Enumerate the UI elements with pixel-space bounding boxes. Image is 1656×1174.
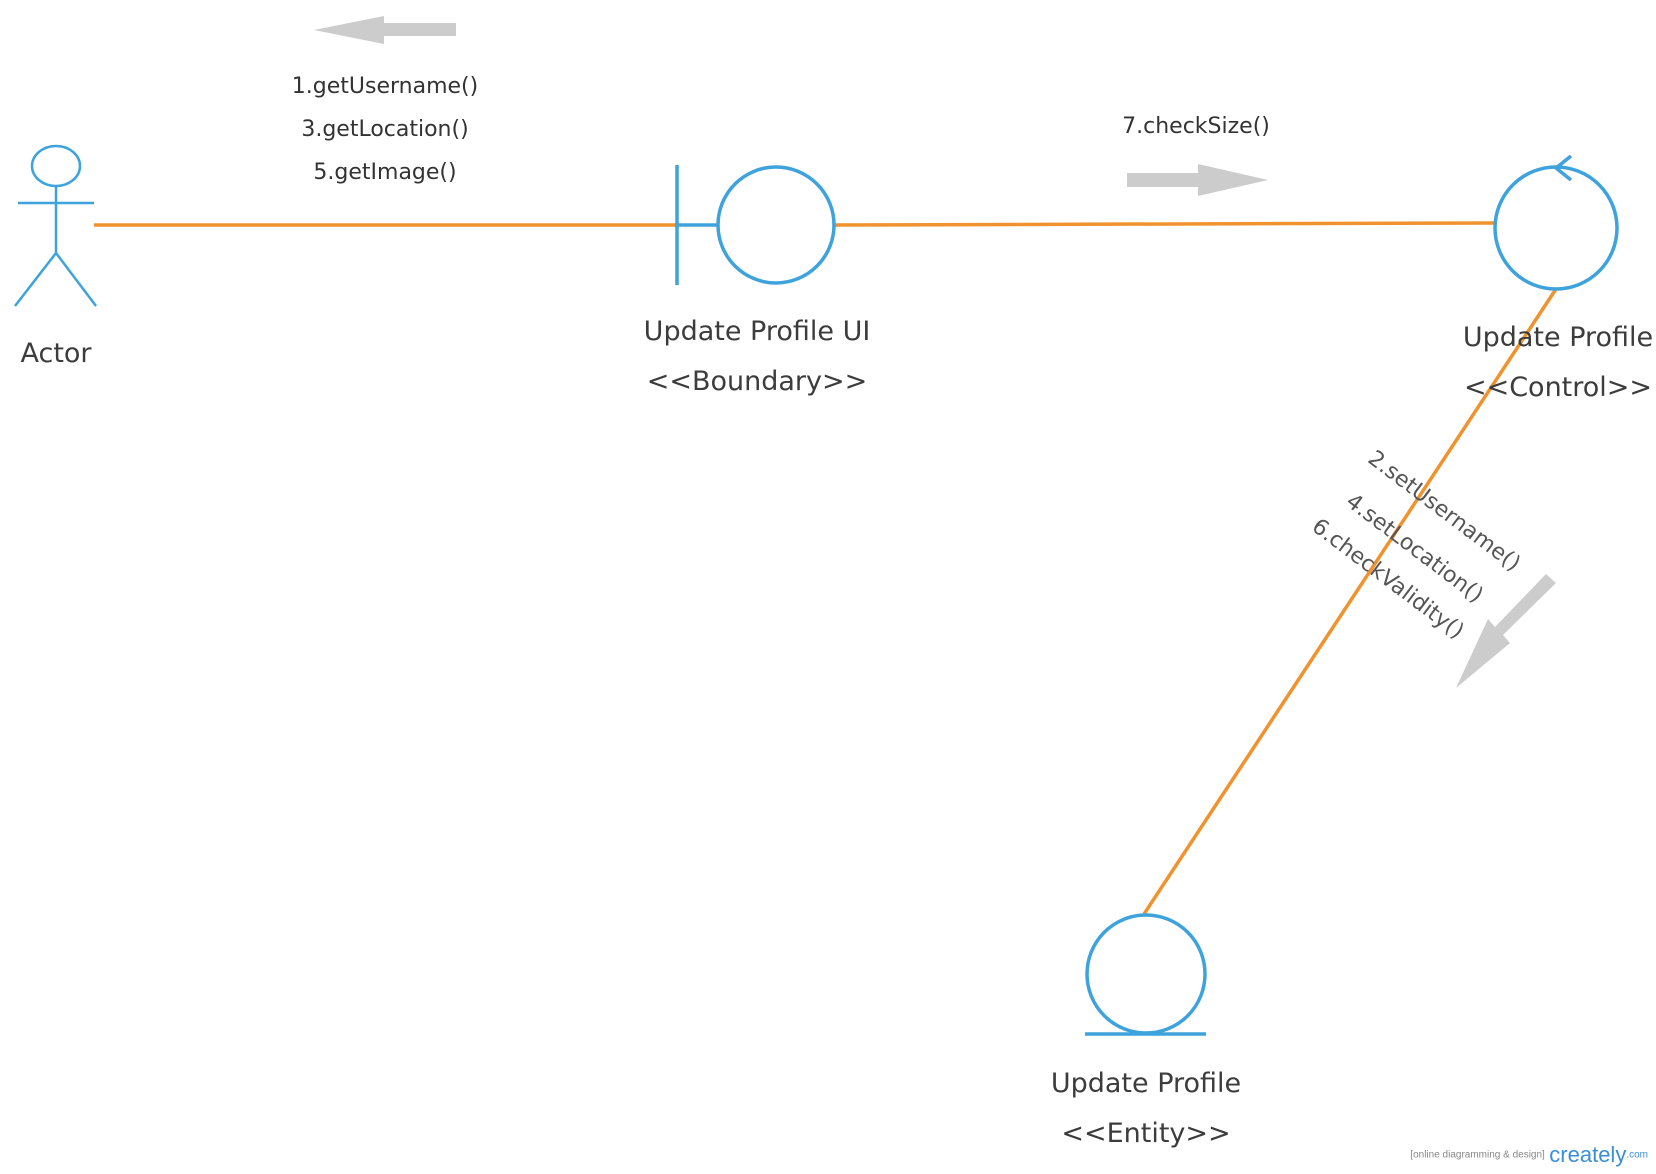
control-stereotype: <<Control>> — [1463, 372, 1653, 403]
watermark-suffix: .com — [1626, 1149, 1648, 1161]
entity-name: Update Profile — [1050, 1068, 1242, 1099]
creately-watermark: [online diagramming & design] creately.c… — [1410, 1142, 1648, 1168]
arrow-left-icon — [314, 16, 456, 44]
control-name: Update Profile — [1462, 322, 1654, 353]
boundary-icon[interactable] — [675, 165, 836, 285]
connector-control-entity[interactable] — [1142, 288, 1558, 915]
entity-stereotype: <<Entity>> — [1061, 1118, 1231, 1149]
boundary-name: Update Profile UI — [643, 316, 871, 347]
message-label: 1.getUsername() — [291, 74, 479, 99]
arrow-down-left-icon — [1456, 574, 1556, 688]
actor-icon[interactable] — [14, 144, 97, 307]
boundary-stereotype: <<Boundary>> — [646, 366, 868, 397]
message-label: 3.getLocation() — [301, 117, 469, 142]
message-label: 7.checkSize() — [1122, 114, 1270, 139]
arrow-right-icon — [1127, 164, 1268, 196]
message-label: 5.getImage() — [313, 160, 457, 185]
watermark-brand: creately — [1549, 1142, 1627, 1167]
connector-boundary-control[interactable] — [833, 221, 1495, 227]
watermark-tagline: [online diagramming & design] — [1410, 1149, 1545, 1161]
control-icon[interactable] — [1493, 154, 1619, 291]
entity-icon[interactable] — [1085, 913, 1207, 1036]
actor-label: Actor — [20, 338, 92, 369]
